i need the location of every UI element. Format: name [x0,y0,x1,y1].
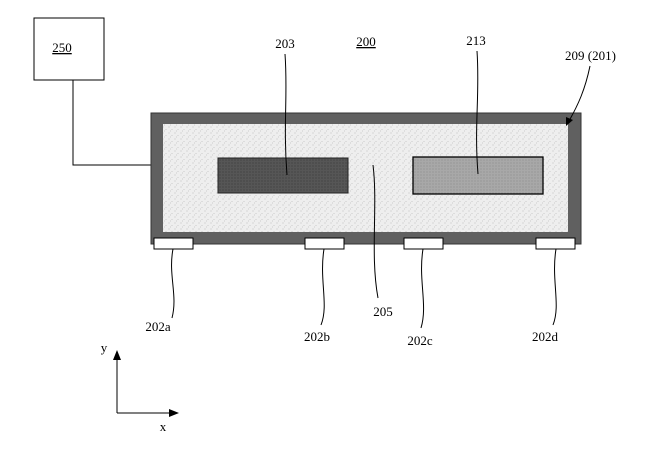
leader-209 [568,65,591,122]
y-axis-arrowhead [113,350,121,360]
pad-202a [153,237,194,250]
y-axis-label: y [101,340,108,355]
label-202d: 202d [532,329,559,344]
label-213: 213 [466,33,486,48]
leader-205 [372,164,379,299]
box-250 [33,17,105,81]
leader-202a [171,248,175,319]
x-axis-label: x [160,419,167,434]
figure-ref-label: 200 [356,34,376,49]
leader-213 [476,50,479,175]
label-203: 203 [275,36,295,51]
box-250-label: 250 [52,40,72,55]
arrowhead-209 [566,117,573,126]
label-205: 205 [373,304,393,319]
pad-202c [403,237,444,250]
element-203 [217,157,349,194]
leader-202c [420,248,425,329]
label-209: 209 (201) [565,48,616,63]
label-202c: 202c [407,333,433,348]
leader-202d [552,248,557,326]
label-202b: 202b [304,329,330,344]
connection-line-250 [72,80,152,166]
x-axis-arrowhead [169,409,179,417]
pad-202d [535,237,576,250]
element-213 [412,156,544,195]
leader-203 [284,53,288,176]
label-202a: 202a [145,319,171,334]
pad-202b [304,237,345,250]
leader-202b [320,248,325,326]
